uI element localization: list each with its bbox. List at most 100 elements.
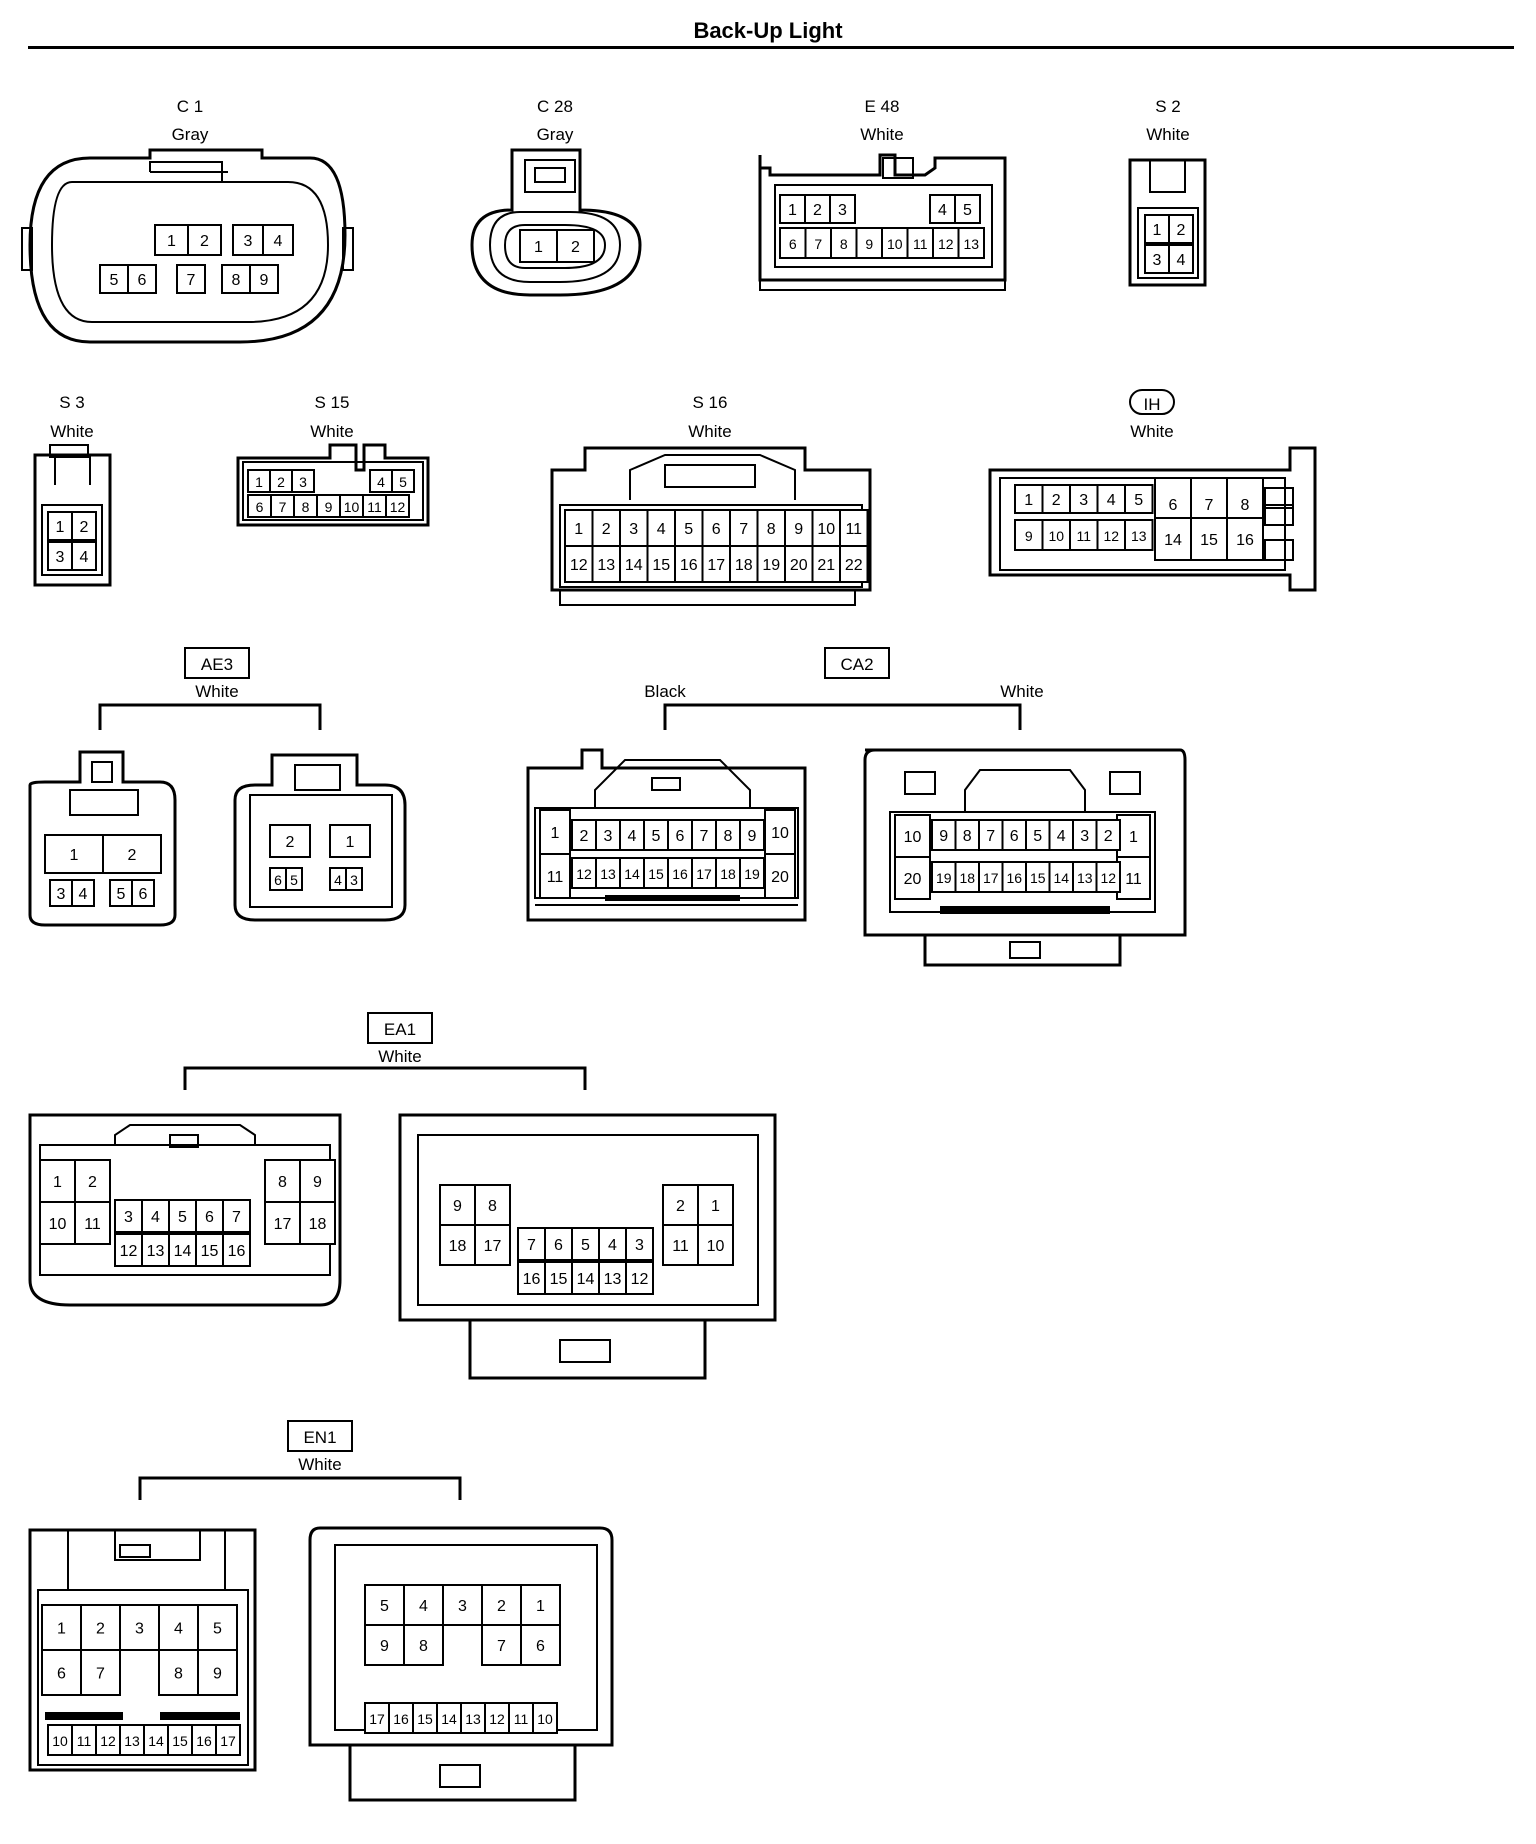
ae3-pin-5: 5	[290, 872, 298, 888]
latch-bar-1	[160, 1712, 240, 1720]
e48-pin-12: 12	[938, 236, 954, 252]
ih-pin-12-cell	[1096, 519, 1126, 551]
ea1-pin-7: 7	[232, 1209, 241, 1226]
ea1-pin-9: 9	[453, 1198, 462, 1215]
en1-pin-15: 15	[417, 1711, 433, 1727]
ca2-pin-16: 16	[672, 866, 688, 882]
ca2-pin-14-cell	[619, 857, 645, 889]
ca2-pin-4: 4	[1057, 828, 1066, 845]
en1-pin-6: 6	[536, 1638, 545, 1655]
page-title: Back-Up Light	[693, 18, 843, 43]
ea1-pin-18: 18	[449, 1238, 467, 1255]
ih-pin-4: 4	[1107, 492, 1116, 509]
ih-pin-13-cell	[1124, 519, 1154, 551]
e48-pin-2: 2	[813, 202, 822, 219]
ea1-pin-10: 10	[707, 1238, 725, 1255]
ea1-pin-15: 15	[550, 1271, 568, 1288]
en1-pin-17: 17	[369, 1711, 385, 1727]
ca2-pin-20-cell	[894, 856, 931, 900]
ca2-pin-13-cell	[595, 857, 621, 889]
ae3-pin-2: 2	[286, 834, 295, 851]
bracket-lines	[98, 703, 1022, 1500]
e48-pin-11: 11	[913, 236, 928, 252]
en1-pin-8: 8	[419, 1638, 428, 1655]
ea1-pin-16-cell	[222, 1233, 251, 1267]
latch-bar-2	[940, 906, 1110, 914]
ih-pin-16: 16	[1236, 532, 1254, 549]
ea1-pin-17: 17	[274, 1216, 292, 1233]
e48-pin-3-cell	[829, 194, 856, 224]
s15-pin-2: 2	[277, 474, 285, 490]
ca2-pin-10: 10	[771, 825, 789, 842]
en1-pin-7: 7	[497, 1638, 506, 1655]
ae3-code: AE3	[201, 655, 233, 674]
connector-shells	[21, 148, 1317, 1802]
en1-pin-15: 15	[172, 1733, 188, 1749]
s16-pin-17: 17	[707, 557, 725, 574]
ca2-pin-5: 5	[1033, 828, 1042, 845]
ih-code: IH	[1144, 395, 1161, 414]
s16-pin-22-cell	[839, 545, 869, 583]
en1-pin-12: 12	[100, 1733, 116, 1749]
en1-pin-16-cell	[388, 1702, 414, 1734]
ea1-pin-12-cell	[114, 1233, 143, 1267]
ae3-pin-6-cell	[131, 879, 155, 907]
ea1-pin-13: 13	[147, 1243, 165, 1260]
ea1-pin-8: 8	[488, 1198, 497, 1215]
ea1-pin-1: 1	[711, 1198, 720, 1215]
s15-pin-12-cell	[385, 494, 410, 518]
ae3-pin-2-cell	[269, 824, 311, 858]
s15-pin-9: 9	[325, 499, 333, 515]
ea1-pin-14-cell	[571, 1261, 600, 1295]
en1-pin-15-cell	[412, 1702, 438, 1734]
ea1-pin-4: 4	[151, 1209, 160, 1226]
ea1-code-box	[367, 1012, 433, 1044]
ea1-color: White	[378, 1047, 421, 1066]
ae3-pin-3-cell	[345, 867, 363, 891]
en1-pin-6-cell	[520, 1624, 561, 1666]
en1-pin-4: 4	[419, 1598, 428, 1615]
s16-pin-12-cell	[564, 545, 594, 583]
ih-pin-11: 11	[1076, 528, 1091, 544]
s16-pin-7-cell	[729, 509, 759, 547]
c1-pin-3: 3	[244, 233, 253, 250]
en1-pin-13: 13	[124, 1733, 140, 1749]
ae3-pin-6: 6	[139, 886, 148, 903]
ca2-pin-16-cell	[667, 857, 693, 889]
en1-pin-8-cell	[403, 1624, 444, 1666]
c1-code: C 1	[177, 97, 203, 116]
ih-pin-3: 3	[1079, 492, 1088, 509]
s16-pin-5: 5	[684, 521, 693, 538]
ea1-pin-2: 2	[676, 1198, 685, 1215]
ca2-pin-3-cell	[595, 819, 621, 851]
e48-pin-6-cell	[779, 227, 807, 259]
en1-pin-9: 9	[380, 1638, 389, 1655]
en1-pin-3: 3	[135, 1621, 144, 1638]
en1-pin-1: 1	[536, 1598, 545, 1615]
s16-pin-20: 20	[790, 557, 808, 574]
ca2-pin-9-cell	[739, 819, 765, 851]
ih-pin-2: 2	[1052, 492, 1061, 509]
en1-pin-8: 8	[174, 1666, 183, 1683]
ih-color: White	[1130, 422, 1173, 441]
ih-pin-7: 7	[1205, 497, 1214, 514]
ca2-pin-7: 7	[986, 828, 995, 845]
ca2-pin-10-cell	[894, 814, 931, 858]
ca2-pin-8: 8	[724, 828, 733, 845]
ea1-pin-17-cell	[474, 1224, 511, 1266]
ih-pin-10-cell	[1041, 519, 1071, 551]
s15-code: S 15	[315, 393, 350, 412]
e48-pin-10-cell	[881, 227, 909, 259]
ca2-pin-4-cell	[619, 819, 645, 851]
c1-pin-6: 6	[138, 272, 147, 289]
s15-pin-6: 6	[256, 499, 264, 515]
ea1-pin-5: 5	[178, 1209, 187, 1226]
ea1-pin-13-cell	[141, 1233, 170, 1267]
en1-pin-9: 9	[213, 1666, 222, 1683]
ea1-pin-4-cell	[141, 1199, 170, 1233]
s16-pin-2: 2	[602, 521, 611, 538]
e48-color: White	[860, 125, 903, 144]
ea1-pin-5: 5	[581, 1237, 590, 1254]
